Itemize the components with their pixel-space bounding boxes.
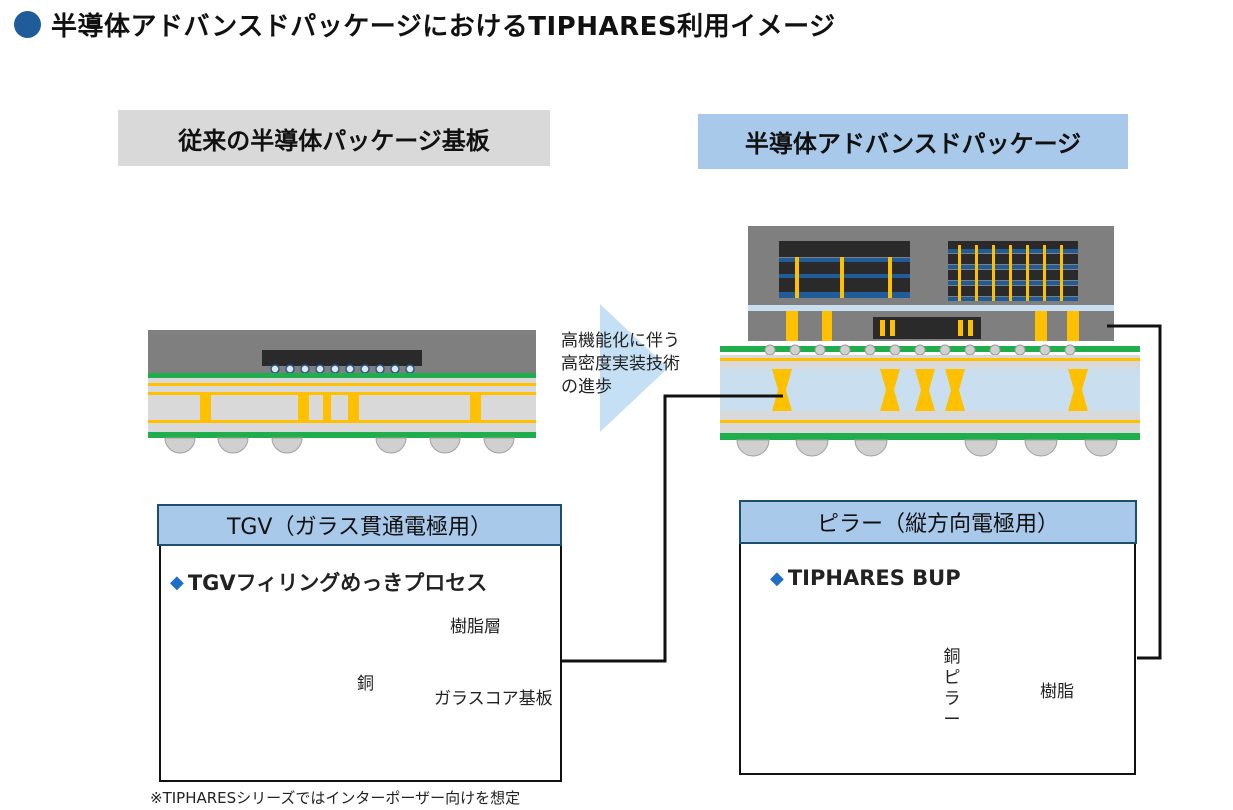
label-copper: 銅 <box>357 674 374 694</box>
memory-stack-left <box>779 241 910 298</box>
interposer-pillars <box>786 311 1079 341</box>
bridge-chip <box>873 317 981 339</box>
interposer-bumps <box>764 344 1076 356</box>
substrate-vias <box>200 395 481 420</box>
memory-stack-right <box>948 241 1078 301</box>
green-layer-bottom <box>148 432 536 438</box>
footnote: ※TIPHARESシリーズではインターポーザー向けを想定 <box>150 789 521 807</box>
diamond-bullet-icon: ◆ <box>170 571 184 593</box>
tgv-box-header: TGV（ガラス貫通電極用） <box>157 504 562 546</box>
conventional-package-label: 従来の半導体パッケージ基板 <box>118 110 550 166</box>
glass-through-vias <box>772 369 1088 411</box>
page-title: 半導体アドバンスドパッケージにおけるTIPHARES利用イメージ <box>14 6 836 42</box>
conventional-package-drawing <box>148 330 536 454</box>
arrow-caption-line-2: 高密度実装技術 <box>561 354 680 374</box>
advanced-solder-balls <box>736 439 1118 457</box>
advanced-package-drawing <box>720 226 1140 457</box>
solder-balls <box>164 437 515 454</box>
micro-bumps <box>270 364 415 374</box>
bridge-chip-pads <box>880 320 973 336</box>
bup-subtitle-text: TIPHARES BUP <box>787 566 961 590</box>
advanced-package-label: 半導体アドバンスドパッケージ <box>698 114 1128 169</box>
tgv-subtitle-text: TGVフィリングめっきプロセス <box>187 571 488 595</box>
green-layer-top <box>148 373 536 378</box>
bup-subtitle: ◆ TIPHARES BUP <box>770 566 961 590</box>
connector-line-tgv <box>562 394 783 663</box>
label-copper-pillar: 銅ピラー <box>943 647 961 730</box>
label-glass-core: ガラスコア基板 <box>434 689 553 709</box>
pillar-box-header: ピラー（縦方向電極用） <box>739 500 1137 544</box>
pillar-box <box>739 544 1136 775</box>
arrow-caption: 高機能化に伴う 高密度実装技術 の進歩 <box>561 330 680 399</box>
progress-arrow <box>600 304 668 432</box>
label-resin: 樹脂 <box>1040 682 1074 702</box>
tgv-box <box>159 546 562 782</box>
label-resin-layer: 樹脂層 <box>450 617 501 637</box>
arrow-caption-line-1: 高機能化に伴う <box>561 331 680 351</box>
arrow-caption-line-3: の進歩 <box>561 377 612 397</box>
diamond-bullet-icon: ◆ <box>770 567 784 589</box>
bullet-circle-icon <box>14 10 41 38</box>
connector-line-pillar <box>1107 324 1162 660</box>
title-text: 半導体アドバンスドパッケージにおけるTIPHARES利用イメージ <box>51 11 836 42</box>
tgv-subtitle: ◆ TGVフィリングめっきプロセス <box>170 567 487 597</box>
chip <box>262 350 422 366</box>
